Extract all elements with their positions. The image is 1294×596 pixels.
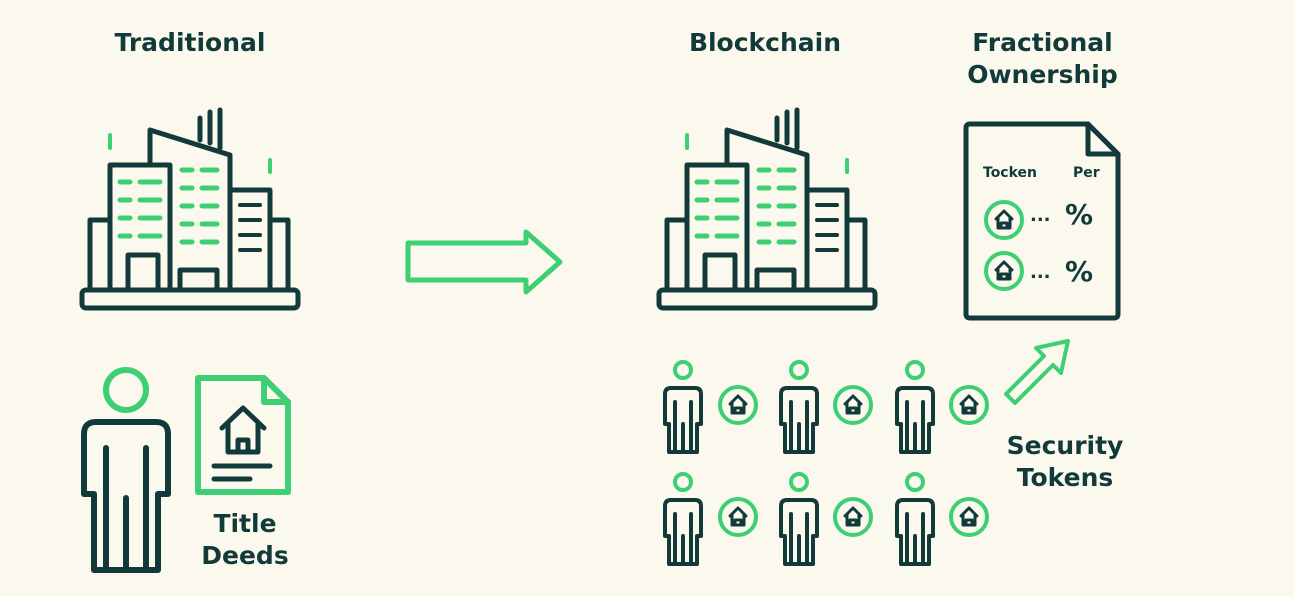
traditional-title: Traditional (114, 28, 266, 57)
traditional-person-icon (81, 367, 171, 573)
security-token-icon (833, 385, 873, 425)
investor-person-icon (779, 360, 819, 454)
doc-row-2-percent: % (1065, 255, 1094, 288)
investor-person-icon (779, 472, 819, 566)
security-tokens-line2: Tokens (1016, 463, 1114, 492)
document-icon (963, 121, 1121, 321)
fractional-title-line2: Ownership (967, 60, 1118, 89)
doc-row-1-ellipsis: ... (1030, 205, 1051, 226)
security-token-icon (949, 385, 989, 425)
investor-person-icon (895, 472, 935, 566)
doc-token-icon-1 (984, 200, 1024, 240)
fractional-title-line1: Fractional (972, 28, 1113, 57)
doc-column-per: Per (1073, 165, 1100, 181)
title-deeds-line2: Deeds (201, 541, 289, 570)
doc-row-2-ellipsis: ... (1030, 262, 1051, 283)
security-token-icon (718, 385, 758, 425)
blockchain-title: Blockchain (688, 28, 842, 57)
security-token-icon (949, 497, 989, 537)
security-tokens-line1: Security (1006, 431, 1124, 460)
investor-person-icon (663, 472, 703, 566)
arrow-right-icon (405, 229, 563, 295)
doc-row-1-percent: % (1065, 198, 1094, 231)
title-deed-icon (195, 375, 291, 495)
arrow-up-right-icon (1004, 339, 1070, 405)
title-deeds-line1: Title (213, 509, 277, 538)
investor-person-icon (895, 360, 935, 454)
doc-token-icon-2 (984, 251, 1024, 291)
security-token-icon (718, 497, 758, 537)
traditional-building-icon (82, 110, 298, 308)
investor-person-icon (663, 360, 703, 454)
security-token-icon (833, 497, 873, 537)
blockchain-building-icon (659, 110, 875, 308)
doc-column-token: Tocken (983, 165, 1038, 181)
